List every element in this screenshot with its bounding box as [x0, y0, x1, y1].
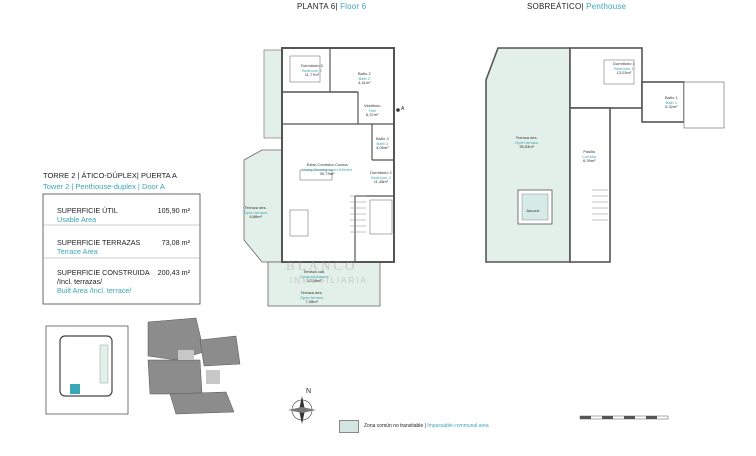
floor6-name-en: Floor 6	[340, 2, 367, 11]
bed3-area: 11,77m²	[304, 72, 320, 78]
heading-separator: |	[581, 2, 587, 11]
living-es: Estar-Comedor-Cocina	[306, 162, 348, 167]
label-living: Estar-Comedor-Cocina Living-Dinning room…	[302, 162, 353, 177]
terrace-covered-area: 12,58m²	[307, 278, 322, 284]
area-built-label-en: Built Area /Incl. terrace/	[57, 286, 132, 295]
label-bath1: Baño 1 Bath 1 5,32m²	[665, 95, 678, 110]
bath3-es: Baño 3	[376, 136, 389, 141]
heading-separator: |	[335, 2, 341, 11]
label-terrace-west: Terraza des. Open terrace 8,88m²	[244, 205, 268, 220]
bed3-en: Bedroom 3	[302, 67, 322, 73]
legend-en: Impassable communal area	[427, 423, 489, 429]
area-built-label: SUPERFICIE CONSTRUIDA	[57, 268, 150, 277]
bath1-area: 5,32m²	[665, 104, 678, 110]
legend-swatch	[339, 420, 359, 433]
terrace-covered-es: Terraza cub.	[303, 269, 326, 274]
penthouse-terrace-en: Open terrace	[515, 139, 539, 145]
legend-text: Zona común no transitable | Impassable c…	[364, 423, 489, 429]
label-penthouse-terrace: Terraza des. Open terrace 39,53m²	[515, 135, 539, 150]
compass-north-label: N	[306, 388, 312, 395]
bath1-en: Bath 1	[665, 99, 678, 105]
door-mark: A	[401, 106, 405, 112]
penthouse-name: SOBREÁTICO	[527, 2, 582, 11]
label-corridor: Pasillo Corridor 6,39m²	[582, 149, 597, 164]
area-usable-label-en: Usable Area	[57, 215, 97, 224]
penthouse-name-en: Penthouse	[586, 2, 627, 11]
area-usable-value: 105,90 m²	[157, 206, 190, 215]
legend-separator: |	[424, 423, 426, 429]
label-bed3: Dormitorio 3 Bedroom 3 11,77m²	[301, 63, 323, 78]
area-usable: SUPERFICIE ÚTIL Usable Area	[57, 206, 118, 224]
penthouse-terrace-es: Terraza des.	[515, 135, 538, 140]
area-built-label2: /Incl. terrazas/	[57, 277, 103, 286]
area-usable-label: SUPERFICIE ÚTIL	[57, 206, 118, 215]
label-bath2: Baño 2 Bath 2 4,41m²	[358, 71, 371, 86]
bed1-area: 13,03m²	[616, 70, 632, 76]
bath2-es: Baño 2	[358, 71, 371, 76]
terrace-bottom-es: Terraza des.	[300, 290, 323, 295]
label-bath3: Baño 3 Bath 3 4,06m²	[376, 136, 389, 151]
label-jacuzzi: Jacuzzi	[526, 208, 540, 213]
floor6-heading: PLANTA 6| Floor 6	[297, 2, 366, 11]
hall-es: Vestíbulo	[364, 103, 381, 108]
label-hall: Vestíbulo Hall 6,37m²	[364, 103, 381, 118]
penthouse-terrace-area: 39,53m²	[519, 144, 535, 150]
bath1-es: Baño 1	[665, 95, 678, 100]
living-area: 30,79m²	[319, 171, 335, 177]
terrace-bottom-area: 7,08m²	[305, 299, 318, 305]
bed2-en: Bedroom 2	[371, 174, 391, 180]
terrace-west-es: Terraza des.	[244, 205, 267, 210]
penthouse-heading: SOBREÁTICO| Penthouse	[527, 2, 626, 11]
watermark-line2: INMOBILIARIA	[290, 276, 368, 285]
label-terrace-covered: Terraza cub. Covered terrace 12,58m²	[300, 269, 329, 284]
terrace-west-en: Open terrace	[244, 209, 268, 215]
label-terrace-bottom: Terraza des. Open terrace 7,08m²	[300, 290, 324, 305]
legend-es: Zona común no transitable	[364, 423, 424, 429]
bed2-es: Dormitorio 2	[370, 170, 392, 175]
bed1-en: Bedroom 1	[614, 65, 634, 71]
area-built-value: 200,43 m²	[157, 268, 190, 277]
floor6-south-terrace	[267, 261, 381, 307]
floor6-name: PLANTA 6	[297, 2, 336, 11]
corridor-en: Corridor	[582, 153, 597, 159]
bed1-es: Dormitorio 1	[613, 61, 635, 66]
hall-en: Hall	[368, 107, 376, 113]
bath2-en: Bath 2	[358, 75, 371, 81]
unit-title-en: Tower 2 | Penthouse-duplex | Door A	[43, 182, 165, 191]
area-terrace: SUPERFICIE TERRAZAS Terrace Area	[57, 238, 140, 256]
bath3-en: Bath 3	[376, 140, 389, 146]
label-bed2: Dormitorio 2 Bedroom 2 11,48m²	[370, 170, 392, 185]
living-en: Living-Dinning room-Kitchen	[302, 166, 353, 172]
area-terrace-label: SUPERFICIE TERRAZAS	[57, 238, 141, 247]
terrace-west-area: 8,88m²	[249, 214, 262, 220]
area-terrace-label-en: Terrace Area	[57, 247, 98, 256]
corridor-area: 6,39m²	[583, 158, 596, 164]
area-terrace-value: 73,08 m²	[161, 238, 190, 247]
hall-area: 6,37m²	[366, 112, 379, 118]
terrace-bottom-en: Open terrace	[300, 294, 324, 300]
unit-title: TORRE 2 | ÁTICO-DÚPLEX| PUERTA A	[43, 171, 177, 180]
bed2-area: 11,48m²	[373, 179, 389, 185]
floor6-outer-wall	[281, 47, 395, 263]
corridor-es: Pasillo	[583, 149, 596, 154]
watermark-line1: BLANCO	[286, 258, 358, 273]
label-bed1: Dormitorio 1 Bedroom 1 13,03m²	[613, 61, 635, 76]
terrace-covered-en: Covered terrace	[300, 273, 329, 279]
bath2-area: 4,41m²	[358, 80, 371, 86]
bed3-es: Dormitorio 3	[301, 63, 323, 68]
area-built: SUPERFICIE CONSTRUIDA /Incl. terrazas/ B…	[57, 268, 150, 295]
bath3-area: 4,06m²	[376, 145, 389, 151]
